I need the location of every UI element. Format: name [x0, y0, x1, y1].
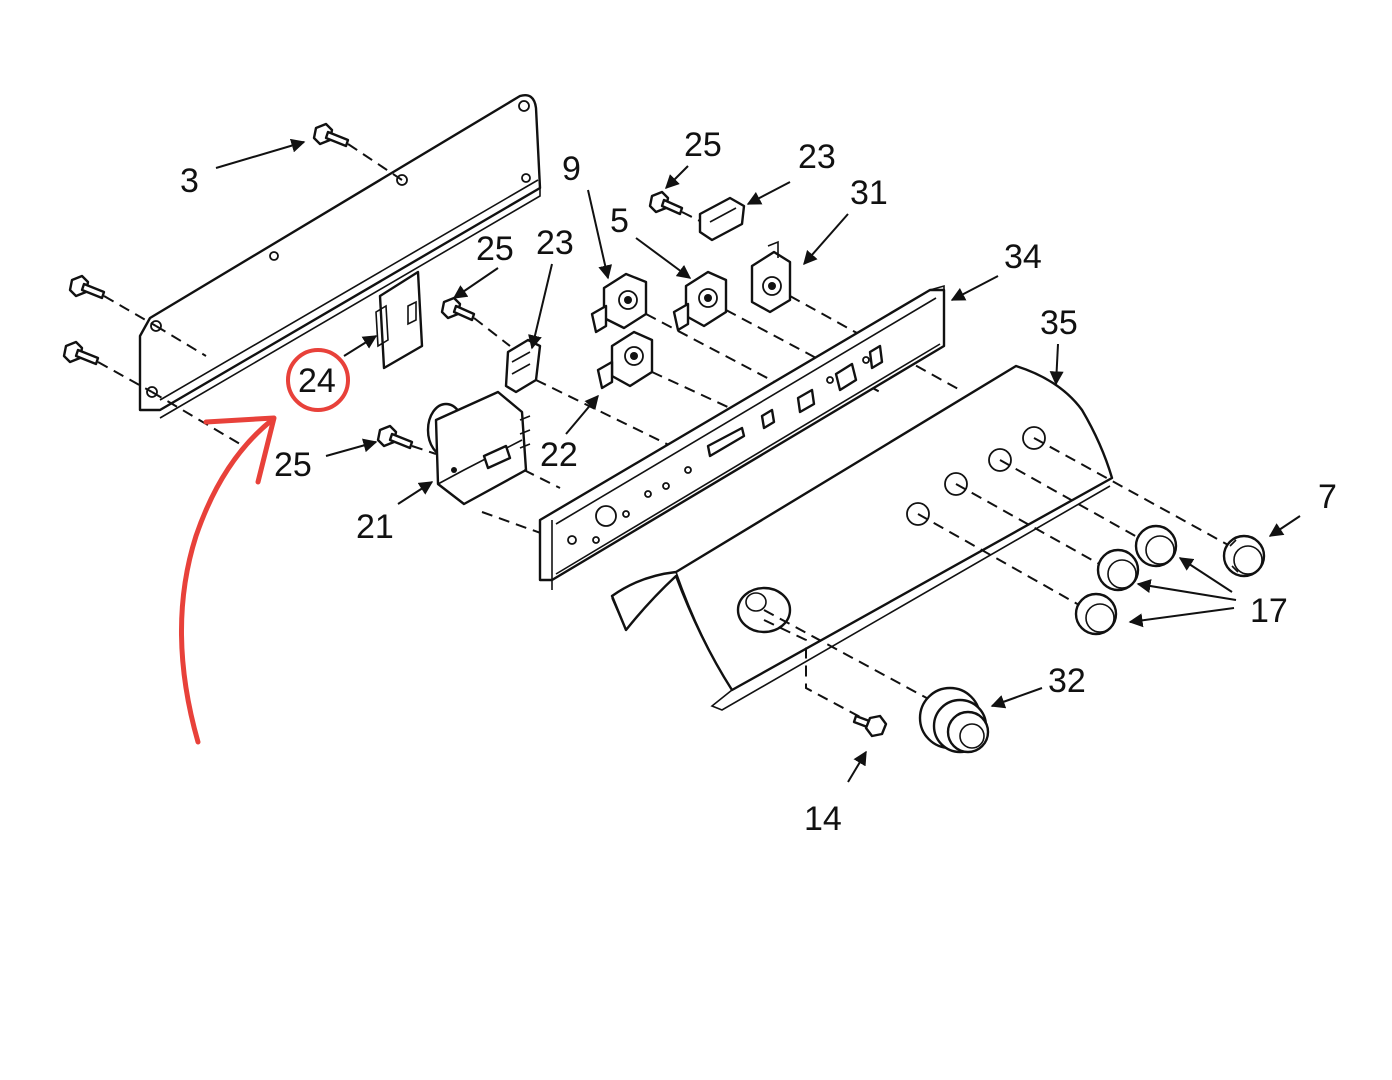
knob-part-17 [1096, 548, 1140, 592]
part-label-24: 24 [298, 362, 336, 400]
part-label-14: 14 [804, 800, 842, 838]
mounting-bracket-part-34 [538, 284, 946, 590]
part-label-22: 22 [540, 436, 578, 474]
timer-part-21 [426, 390, 531, 506]
screw-icon [440, 296, 476, 322]
part-label-17: 17 [1250, 592, 1288, 630]
leader-arrows [215, 138, 1301, 783]
console-panel-part-35 [610, 364, 1114, 711]
screw-icon [62, 340, 100, 366]
switch-part-9 [590, 272, 648, 334]
rear-panel [138, 94, 542, 419]
part-label-21: 21 [356, 508, 394, 546]
switch-part-5 [672, 270, 728, 332]
highlight-arrow [179, 415, 277, 745]
part-label-9: 9 [562, 150, 581, 188]
bracket-part-24 [375, 270, 424, 370]
switch-part-31 [750, 240, 792, 314]
part-label-23-mid: 23 [536, 224, 574, 262]
part-label-25-top: 25 [684, 126, 722, 164]
knob-part-32 [918, 686, 990, 754]
part-label-3: 3 [180, 162, 199, 200]
part-label-25-low: 25 [274, 446, 312, 484]
part-label-34: 34 [1004, 238, 1042, 276]
screw-icon [648, 190, 684, 216]
screw-icon [312, 122, 350, 148]
knob-part-17 [1074, 592, 1118, 636]
part-label-23-top: 23 [798, 138, 836, 176]
part-label-35: 35 [1040, 304, 1078, 342]
screw-icon [852, 714, 888, 738]
screw-icon [68, 274, 106, 300]
part-label-5: 5 [610, 202, 629, 240]
part-label-25-mid: 25 [476, 230, 514, 268]
part-label-7: 7 [1318, 478, 1337, 516]
switch-part-23 [504, 338, 542, 394]
screw-icon [376, 424, 414, 450]
highlight-circle [286, 348, 350, 412]
part-label-32: 32 [1048, 662, 1086, 700]
switch-part-23-top [698, 196, 746, 242]
switch-part-22 [596, 330, 654, 390]
knob-part-17 [1134, 524, 1178, 568]
knob-part-7 [1222, 534, 1266, 578]
part-label-31: 31 [850, 174, 888, 212]
